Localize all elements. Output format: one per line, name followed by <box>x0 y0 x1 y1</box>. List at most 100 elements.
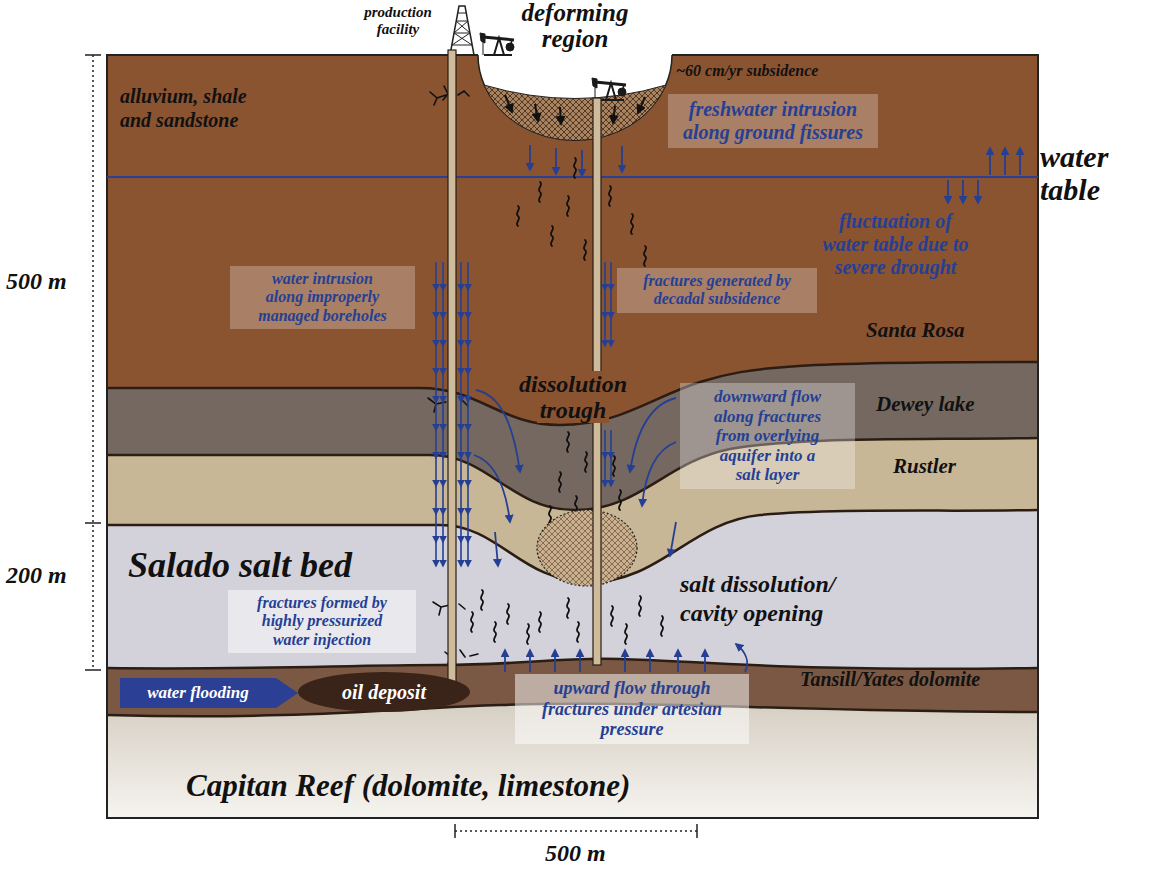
flow-arrow <box>624 650 626 672</box>
callout-text: oil deposit <box>342 681 426 704</box>
flow-arrow <box>610 430 612 486</box>
flow-arrow <box>736 644 747 672</box>
fracture <box>619 490 621 510</box>
layer-name-holder: Salado salt bed <box>128 545 352 586</box>
flow-arrow <box>435 262 437 566</box>
fracture <box>574 158 576 178</box>
region-title: deforming region <box>522 0 629 52</box>
fracture <box>625 624 627 644</box>
region-title-holder: deforming region <box>500 0 650 52</box>
scale-label-holder: 200 m <box>6 562 67 590</box>
layer-name-holder: Tansill/Yates dolomite <box>800 668 980 691</box>
flow-arrow <box>977 180 979 203</box>
process-label: salt dissolution/ cavity opening <box>680 571 835 626</box>
flow-arrow-box: water flooding <box>120 678 298 708</box>
tansill-layer <box>107 659 1038 818</box>
callout-box: freshwater intrusion along ground fissur… <box>668 94 878 148</box>
fracture <box>539 612 541 632</box>
callout-text: downward flow along fractures from overl… <box>710 387 825 485</box>
fracture <box>551 226 553 246</box>
fracture <box>631 214 633 234</box>
flow-arrow <box>529 650 531 672</box>
fracture <box>661 616 663 636</box>
layer-boundary <box>107 438 1038 510</box>
scale-label: 200 m <box>6 562 67 588</box>
flow-arrow <box>554 650 556 672</box>
water-table-label-holder: water table <box>1040 140 1144 206</box>
drilling-derrick <box>450 6 474 55</box>
layer-boundary <box>107 362 1038 425</box>
layer-boundaries <box>107 362 1038 716</box>
facility-label: production facility <box>364 4 432 37</box>
layer-name-holder: Rustler <box>893 454 956 478</box>
subsidence-bowl <box>478 55 672 140</box>
water-table-line <box>107 176 1038 178</box>
scale-label: 500 m <box>545 840 606 866</box>
subsidence-arrow <box>613 106 615 123</box>
fracture <box>559 472 561 492</box>
arrow-shape <box>120 678 298 708</box>
fracture <box>567 196 569 216</box>
layer-name: Santa Rosa <box>866 318 965 342</box>
santa-rosa-layer <box>107 55 1038 818</box>
layer-boundary <box>107 659 1038 669</box>
artesian-flows <box>505 644 747 672</box>
subsidence-bowl-outline <box>478 55 672 140</box>
flow-arrow <box>947 180 949 203</box>
flow-arrow <box>604 430 606 486</box>
scale-bar <box>455 830 697 832</box>
fracture <box>585 452 587 472</box>
layer-name-holder: Capitan Reef (dolomite, limestone) <box>186 768 630 804</box>
rustler-layer <box>107 438 1038 818</box>
subsidence-arrow <box>505 95 512 112</box>
scale-ticks <box>85 55 101 670</box>
trough-label-holder: dissolution trough <box>493 372 653 424</box>
flow-arrow <box>677 650 679 672</box>
layer-name-holder: Santa Rosa <box>866 318 965 342</box>
layer-name: Salado salt bed <box>128 545 352 585</box>
flow-arrow <box>504 650 506 672</box>
callout-box: fractures generated by decadal subsidenc… <box>617 268 817 313</box>
flow-arrow <box>604 262 606 346</box>
flow-arrow <box>460 262 462 566</box>
deforming-zone <box>484 85 666 141</box>
scale-ticks <box>455 824 697 838</box>
note-text-holder: fluctuation of water table due to severe… <box>818 210 973 279</box>
dewey-lake-layer <box>107 362 1038 818</box>
layer-name: Rustler <box>893 454 956 478</box>
pump-jack <box>592 78 626 100</box>
fracture <box>639 596 641 616</box>
fracture <box>584 240 586 260</box>
flow-arrow <box>1004 148 1006 175</box>
dissolution-cavity <box>537 510 637 586</box>
flow-arrow <box>610 262 612 346</box>
facility-label-holder: production facility <box>350 4 446 37</box>
subsidence-arrow <box>535 104 538 121</box>
flow-arrow <box>989 148 991 175</box>
flow-arrow <box>649 650 651 672</box>
fracture <box>577 622 579 642</box>
fracture <box>611 606 613 626</box>
rock-layers <box>107 55 1038 818</box>
flow-arrow <box>1019 148 1021 175</box>
trough-label: dissolution trough <box>516 371 630 423</box>
process-label-holder: salt dissolution/ cavity opening <box>680 570 870 628</box>
oil-deposit: oil deposit <box>298 672 470 712</box>
flow-arrow <box>474 455 510 522</box>
fracture <box>494 622 496 642</box>
pump-jack <box>480 33 514 55</box>
callout-text: fractures formed by highly pressurized w… <box>248 594 396 649</box>
fracture <box>539 182 541 202</box>
flow-arrow <box>579 650 581 672</box>
layer-name-holder: Dewey lake <box>876 392 975 416</box>
callout-box: water intrusion along improperly managed… <box>230 266 415 329</box>
flow-arrow <box>962 180 964 203</box>
section-frame <box>107 55 1038 818</box>
flow-arrow <box>630 398 676 472</box>
subsidence-arrow <box>560 107 561 124</box>
flow-arrow <box>642 442 676 506</box>
fracture <box>567 598 569 618</box>
fracture <box>507 604 509 624</box>
fractures <box>471 158 663 644</box>
